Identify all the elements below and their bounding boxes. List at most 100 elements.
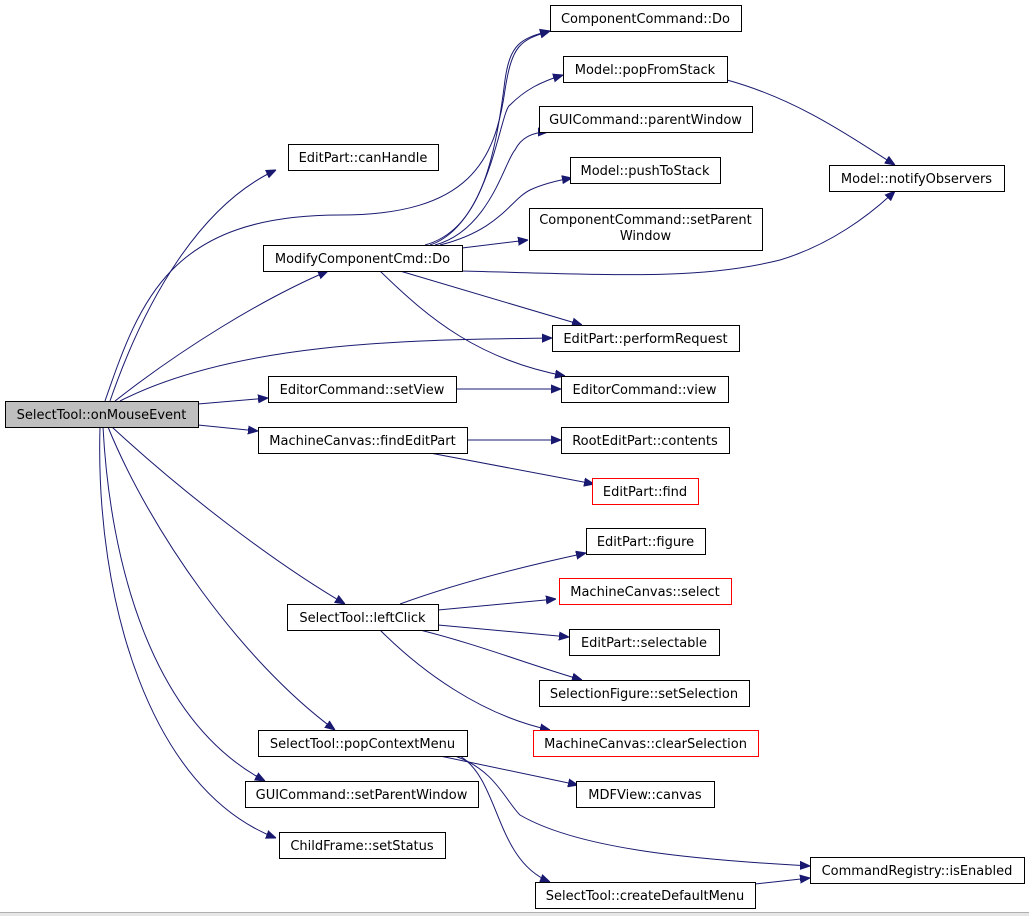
node-label: SelectTool::onMouseEvent (17, 408, 187, 423)
node-box (592, 478, 699, 505)
node-componentcommand-setparentwindow[interactable]: ComponentCommand::setParentWindow (529, 208, 763, 251)
edge-selecttool-popcontextmenu-to-commandregistry-isenabled (454, 755, 810, 866)
node-box (539, 680, 750, 707)
node-box (552, 325, 740, 352)
node-box (535, 882, 756, 909)
node-box (576, 781, 715, 808)
node-box (559, 578, 732, 605)
edge-machinecanvas-findeditpart-to-editpart-find (429, 452, 594, 484)
node-box (539, 106, 753, 133)
edge-root-to-editpart-canhandle (109, 170, 276, 402)
edge-modifycomponentcmd-do-to-model-popfromstack (429, 75, 563, 246)
node-machinecanvas-select[interactable]: MachineCanvas::select (559, 578, 732, 605)
node-childframe-setstatus[interactable]: ChildFrame::setStatus (279, 832, 446, 859)
node-layer: SelectTool::onMouseEvent EditPart::canHan… (5, 5, 1025, 909)
edge-model-popfromstack-to-model-notifyobservers (726, 79, 895, 165)
node-editorcommand-view[interactable]: EditorCommand::view (561, 376, 729, 403)
edge-selecttool-popcontextmenu-to-selecttool-createdefaultmenu (459, 755, 550, 882)
edge-selecttool-createdefaultmenu-to-commandregistry-isenabled (754, 878, 810, 885)
node-selecttool-createdefaultmenu[interactable]: SelectTool::createDefaultMenu (535, 882, 756, 909)
edge-root-to-guicommand-setparentwindow (102, 426, 265, 781)
node-label: RootEditPart::contents (572, 434, 718, 449)
node-label: EditPart::performRequest (563, 332, 727, 347)
node-label: GUICommand::setParentWindow (256, 788, 468, 803)
node-guicommand-parentwindow[interactable]: GUICommand::parentWindow (539, 106, 753, 133)
node-commandregistry-isenabled[interactable]: CommandRegistry::isEnabled (810, 857, 1025, 884)
node-componentcommand-do[interactable]: ComponentCommand::Do (550, 5, 742, 32)
edge-modifycomponentcmd-do-to-model-pushtostack (439, 178, 572, 246)
node-model-notifyobservers[interactable]: Model::notifyObservers (829, 165, 1005, 192)
node-box (268, 376, 457, 403)
edge-selecttool-leftclick-to-machinecanvas-clearselection (379, 629, 550, 730)
node-box (561, 376, 729, 403)
node-box (245, 781, 479, 808)
node-editpart-find[interactable]: EditPart::find (592, 478, 699, 505)
node-box (287, 604, 439, 631)
edge-root-to-modifycomponentcmd-do (114, 271, 328, 402)
edge-modifycomponentcmd-do-to-editpart-performrequest (399, 270, 582, 325)
edge-selecttool-leftclick-to-machinecanvas-select (437, 599, 556, 611)
node-box (258, 427, 468, 454)
node-selecttool-leftclick[interactable]: SelectTool::leftClick (287, 604, 439, 631)
node-label: ComponentCommand::Do (561, 12, 730, 27)
node-machinecanvas-clearselection[interactable]: MachineCanvas::clearSelection (533, 730, 759, 757)
edge-root-to-machinecanvas-findeditpart (197, 424, 258, 431)
edge-selecttool-leftclick-to-editpart-selectable (437, 624, 569, 637)
edge-layer (99, 31, 895, 885)
node-label: Model::notifyObservers (841, 172, 992, 187)
node-modifycomponentcmd-do[interactable]: ModifyComponentCmd::Do (263, 245, 463, 272)
node-label: Model::popFromStack (575, 63, 716, 78)
node-box (586, 528, 706, 555)
node-selecttool-popcontextmenu[interactable]: SelectTool::popContextMenu (258, 730, 468, 757)
edge-selecttool-popcontextmenu-to-mdfview-canvas (439, 755, 578, 785)
node-box (258, 730, 468, 757)
node-label: EditorCommand::view (573, 383, 717, 398)
edge-root-to-selecttool-popcontextmenu (107, 426, 335, 730)
node-label: EditPart::selectable (581, 636, 707, 651)
node-model-pushtostack[interactable]: Model::pushToStack (570, 157, 721, 184)
node-editpart-canhandle[interactable]: EditPart::canHandle (288, 144, 439, 171)
node-guicommand-setparentwindow[interactable]: GUICommand::setParentWindow (245, 781, 479, 808)
node-label: SelectTool::leftClick (299, 611, 426, 626)
node-label: SelectionFigure::setSelection (550, 687, 738, 702)
edge-root-to-editorcommand-setview (197, 398, 268, 405)
node-label: MachineCanvas::findEditPart (269, 434, 455, 449)
node-box (829, 165, 1005, 192)
node-label: ChildFrame::setStatus (290, 839, 434, 854)
node-box (550, 5, 742, 32)
node-editpart-selectable[interactable]: EditPart::selectable (569, 629, 720, 656)
node-box (563, 56, 728, 83)
node-editpart-performrequest[interactable]: EditPart::performRequest (552, 325, 740, 352)
edge-root-to-childframe-setstatus (99, 426, 276, 838)
node-label: EditPart::figure (597, 535, 694, 550)
node-box (279, 832, 446, 859)
node-selectionfigure-setselection[interactable]: SelectionFigure::setSelection (539, 680, 750, 707)
node-model-popfromstack[interactable]: Model::popFromStack (563, 56, 728, 83)
edge-modifycomponentcmd-do-to-guicommand-parentwindow (434, 132, 548, 246)
node-label: EditorCommand::setView (280, 383, 445, 398)
edge-modifycomponentcmd-do-to-editorcommand-view (379, 270, 565, 376)
node-box (570, 157, 721, 184)
edge-modifycomponentcmd-do-to-model-notifyobservers (461, 191, 895, 276)
node-label: MDFView::canvas (588, 788, 702, 803)
edge-selecttool-leftclick-to-selectionfigure-setselection (419, 629, 582, 680)
node-root[interactable]: SelectTool::onMouseEvent (5, 401, 199, 428)
node-rooteditpart-contents[interactable]: RootEditPart::contents (561, 427, 730, 454)
node-label: EditPart::canHandle (299, 151, 428, 166)
node-label: CommandRegistry::isEnabled (822, 864, 1013, 879)
node-machinecanvas-findeditpart[interactable]: MachineCanvas::findEditPart (258, 427, 468, 454)
node-editorcommand-setview[interactable]: EditorCommand::setView (268, 376, 457, 403)
node-box (533, 730, 759, 757)
node-label: MachineCanvas::select (570, 585, 720, 600)
bottom-scrollbar-edge (0, 912, 1029, 916)
node-label: Model::pushToStack (581, 164, 710, 179)
edge-modifycomponentcmd-do-to-componentcommand-setparentwindow (461, 240, 528, 249)
edge-root-to-componentcommand-do (104, 31, 550, 402)
node-label: SelectTool::popContextMenu (270, 737, 455, 752)
node-box (810, 857, 1025, 884)
node-editpart-figure[interactable]: EditPart::figure (586, 528, 706, 555)
node-label: SelectTool::createDefaultMenu (546, 889, 745, 904)
node-box (561, 427, 730, 454)
node-mdfview-canvas[interactable]: MDFView::canvas (576, 781, 715, 808)
